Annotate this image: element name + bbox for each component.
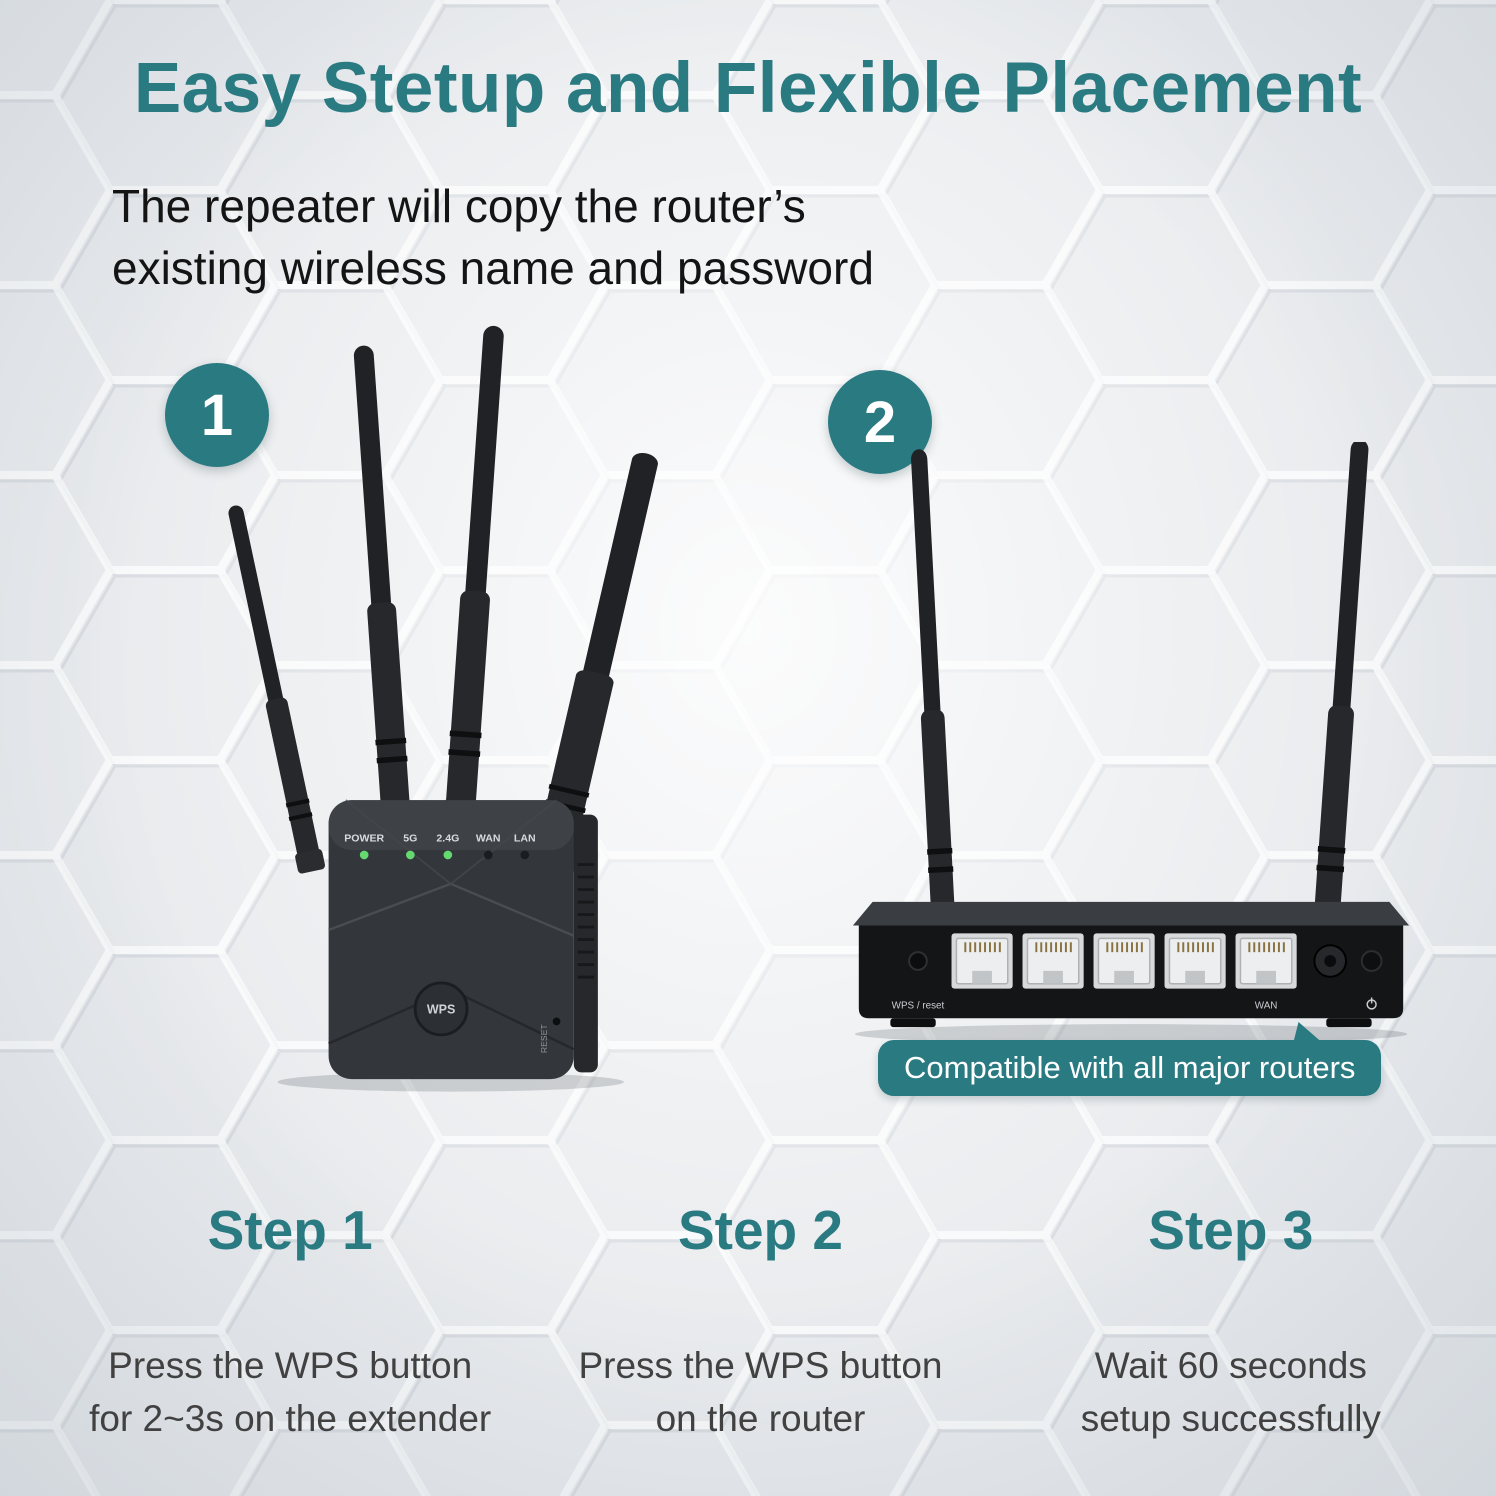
extender-side-vents — [577, 863, 595, 979]
port-label-wps-reset: WPS / reset — [892, 1000, 945, 1011]
step-2-line-1: Press the WPS button — [578, 1345, 943, 1386]
router-power-button — [1360, 950, 1383, 972]
led-dot-wan — [483, 850, 493, 860]
led-label-wan: WAN — [476, 833, 501, 845]
step-column-3: Step 3 Wait 60 seconds setup successfull… — [996, 1198, 1466, 1445]
step-1-line-1: Press the WPS button — [108, 1345, 473, 1386]
ethernet-port-wan — [1234, 932, 1298, 990]
subtitle-line-2: existing wireless name and password — [112, 241, 874, 294]
step-3-title: Step 3 — [1148, 1199, 1314, 1261]
port-label-wan: WAN — [1255, 1000, 1278, 1011]
reset-label: RESET — [539, 1024, 549, 1054]
subtitle: The repeater will copy the router’s exis… — [112, 176, 874, 299]
led-dot-5g — [406, 850, 415, 860]
step-2-description: Press the WPS button on the router — [525, 1340, 995, 1445]
extender-antenna-3 — [440, 324, 513, 830]
extender-led-panel: POWER 5G 2.4G WAN LAN — [344, 833, 535, 845]
callout-text: Compatible with all major routers — [904, 1050, 1356, 1085]
led-label-5g: 5G — [403, 833, 417, 845]
router-wps-reset-button — [908, 951, 928, 971]
led-dot-power — [359, 850, 369, 860]
extender-body — [328, 799, 598, 1080]
extender-antenna-1 — [220, 502, 326, 875]
steps-section: Step 1 Press the WPS button for 2~3s on … — [0, 1198, 1496, 1445]
extender-antenna-2 — [345, 344, 416, 834]
extender-wps-button: WPS — [413, 981, 469, 1037]
led-label-24g: 2.4G — [436, 833, 459, 845]
dc-power-jack — [1313, 944, 1347, 978]
step-2-title: Step 2 — [677, 1199, 844, 1261]
reset-pinhole — [552, 1017, 561, 1026]
step-3-description: Wait 60 seconds setup successfully — [996, 1340, 1466, 1445]
led-dot-24g — [443, 850, 453, 860]
led-label-power: POWER — [344, 833, 384, 845]
step-1-title: Step 1 — [207, 1199, 373, 1261]
router-antenna-right — [1308, 442, 1377, 946]
wps-button-label: WPS — [427, 1003, 455, 1017]
step-column-1: Step 1 Press the WPS button for 2~3s on … — [55, 1198, 525, 1445]
led-label-lan: LAN — [514, 833, 536, 845]
step-3-line-1: Wait 60 seconds — [1094, 1345, 1367, 1386]
page-title: Easy Stetup and Flexible Placement — [133, 49, 1363, 128]
step-3-line-2: setup successfully — [1080, 1397, 1381, 1439]
ethernet-port-2 — [1092, 932, 1156, 990]
router-shadow — [854, 1024, 1408, 1044]
subtitle-line-1: The repeater will copy the router’s — [112, 180, 806, 232]
step-1-badge: 1 — [165, 363, 269, 467]
ethernet-port-4 — [950, 932, 1014, 990]
extender-image: POWER 5G 2.4G WAN LAN WPS RESET — [220, 324, 670, 1092]
router-image: WPS / reset WAN — [852, 442, 1410, 1044]
step-1-line-2: for 2~3s on the extender — [89, 1397, 492, 1439]
step-column-2: Step 2 Press the WPS button on the route… — [525, 1198, 995, 1445]
step-2-line-2: on the router — [655, 1397, 866, 1439]
led-dot-lan — [520, 850, 530, 860]
power-icon — [1366, 997, 1377, 1010]
ethernet-port-3 — [1021, 932, 1085, 990]
router-antenna-left — [903, 448, 960, 945]
router-compatibility-callout: Compatible with all major routers — [878, 1040, 1382, 1096]
ethernet-port-1 — [1163, 932, 1227, 990]
step-1-description: Press the WPS button for 2~3s on the ext… — [55, 1340, 525, 1445]
